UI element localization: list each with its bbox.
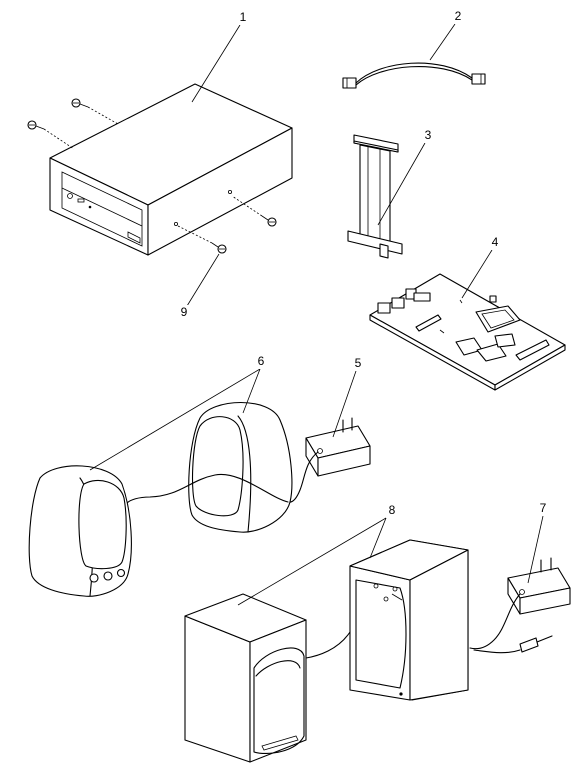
small-speaker-left bbox=[28, 465, 132, 597]
callout-6: 6 bbox=[258, 354, 265, 368]
callout-4: 4 bbox=[492, 235, 499, 249]
ribbon-cable bbox=[347, 134, 403, 259]
screw bbox=[71, 98, 89, 108]
small-speaker-right bbox=[188, 402, 293, 533]
speaker-cable-large bbox=[305, 631, 351, 659]
large-speaker-left bbox=[184, 593, 307, 763]
audio-cable bbox=[342, 62, 486, 89]
callout-labels: 1 2 3 4 5 6 7 8 9 bbox=[179, 9, 548, 518]
screw bbox=[261, 215, 277, 227]
ac-adapter bbox=[287, 417, 371, 503]
cdrom-drive bbox=[27, 83, 293, 256]
sound-card bbox=[369, 273, 566, 391]
callout-2: 2 bbox=[455, 9, 462, 23]
callout-7: 7 bbox=[540, 501, 547, 515]
callout-3: 3 bbox=[425, 128, 432, 142]
large-speaker-right bbox=[349, 539, 469, 701]
screw bbox=[211, 242, 227, 254]
callout-5: 5 bbox=[355, 356, 362, 370]
ac-adapter-2 bbox=[469, 557, 571, 654]
screw bbox=[27, 120, 45, 130]
callout-9: 9 bbox=[181, 305, 188, 319]
callout-1: 1 bbox=[240, 10, 247, 24]
speaker-cable-small bbox=[126, 473, 289, 504]
leader-lines bbox=[89, 23, 544, 606]
callout-8: 8 bbox=[389, 503, 396, 517]
